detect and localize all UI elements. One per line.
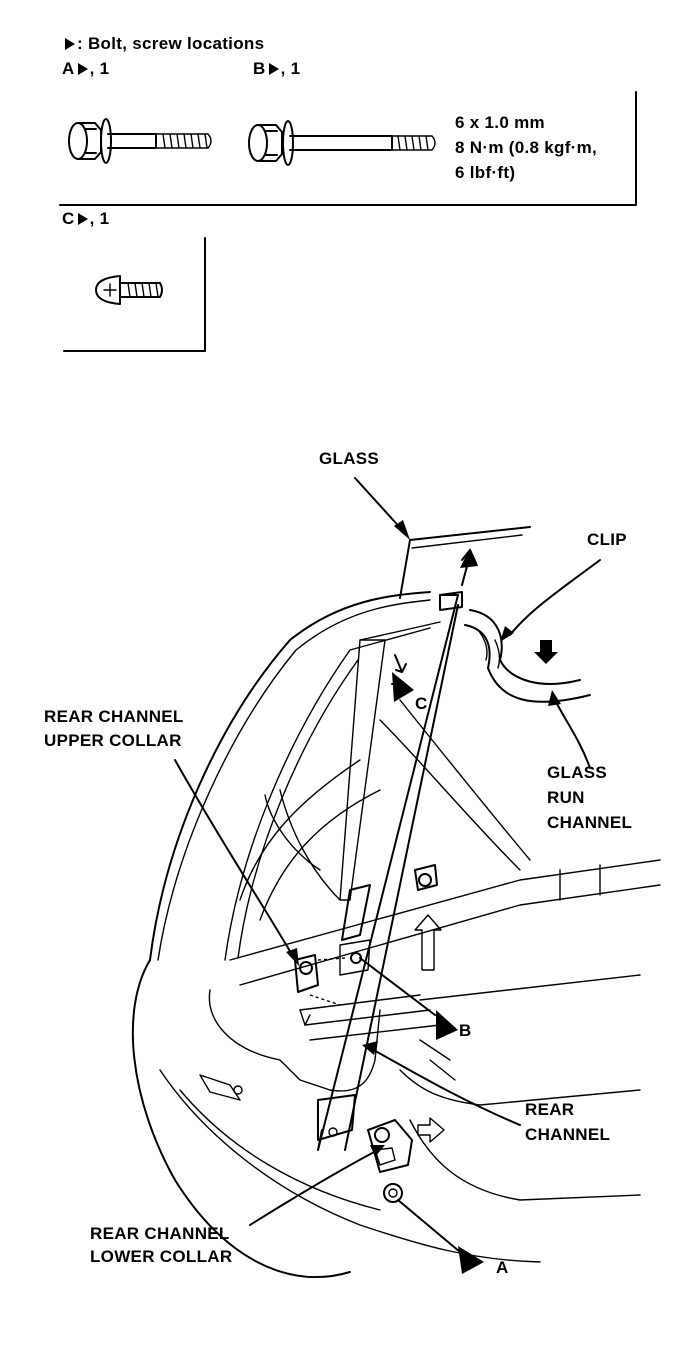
bolt-marker-icon	[65, 38, 75, 50]
callout-rear-channel-line2: CHANNEL	[525, 1125, 611, 1144]
legend-b-prefix: B	[253, 59, 266, 78]
legend-a-suffix: , 1	[89, 59, 110, 78]
bolt-a-hole-icon	[383, 1183, 403, 1203]
legend-box-c	[63, 237, 206, 352]
callout-glass: GLASS	[319, 449, 380, 468]
glass-run-channel-drawing	[464, 609, 591, 703]
legend-b-suffix: , 1	[280, 59, 301, 78]
screw-c-icon	[95, 275, 163, 305]
marker-c-label: C	[415, 694, 428, 713]
bolt-a-icon	[68, 118, 212, 164]
glass-drawing	[359, 526, 531, 871]
bolt-b-icon	[248, 120, 436, 166]
callout-glass-run-line3: CHANNEL	[547, 813, 633, 832]
door-body-drawing	[131, 591, 661, 1279]
legend-c-suffix: , 1	[89, 209, 110, 228]
upper-collar-icon	[294, 954, 346, 1026]
bolt-marker-icon	[77, 63, 88, 75]
callout-lower-collar-line2: LOWER COLLAR	[90, 1247, 233, 1266]
marker-a-triangle	[458, 1246, 484, 1274]
spec-torque-line2: 6 lbf·ft)	[455, 163, 516, 182]
spec-size: 6 x 1.0 mm	[455, 113, 545, 132]
callout-lower-collar-line1: REAR CHANNEL	[90, 1224, 230, 1243]
bolt-marker-icon	[77, 213, 88, 225]
glass-clip-icon	[414, 864, 438, 891]
callout-clip: CLIP	[587, 530, 627, 549]
spec-torque-line1: 8 N·m (0.8 kgf·m,	[455, 138, 598, 157]
legend-c-prefix: C	[62, 209, 75, 228]
marker-b-label: B	[459, 1021, 472, 1040]
callout-upper-collar-line1: REAR CHANNEL	[44, 707, 184, 726]
motion-arrows	[394, 548, 558, 1143]
bolt-marker-icon	[268, 63, 279, 75]
leader-lines	[174, 477, 601, 1253]
legend-a-label: A , 1	[62, 58, 109, 80]
callout-glass-run-line1: GLASS	[547, 763, 608, 782]
marker-b-triangle	[436, 1010, 458, 1040]
legend-box-ab	[59, 91, 637, 206]
callout-glass-run-line2: RUN	[547, 788, 585, 807]
legend-title-text: : Bolt, screw locations	[77, 34, 265, 53]
marker-c-triangle	[392, 672, 414, 702]
callout-upper-collar-line2: UPPER COLLAR	[44, 731, 182, 750]
lower-collar-icon	[367, 1119, 413, 1173]
legend-a-prefix: A	[62, 59, 75, 78]
marker-a-label: A	[496, 1258, 509, 1277]
rear-channel-drawing	[317, 591, 463, 1151]
legend-c-label: C , 1	[62, 208, 109, 230]
legend-b-label: B , 1	[253, 58, 300, 80]
legend-title: : Bolt, screw locations	[62, 33, 264, 55]
callout-rear-channel-line1: REAR	[525, 1100, 575, 1119]
